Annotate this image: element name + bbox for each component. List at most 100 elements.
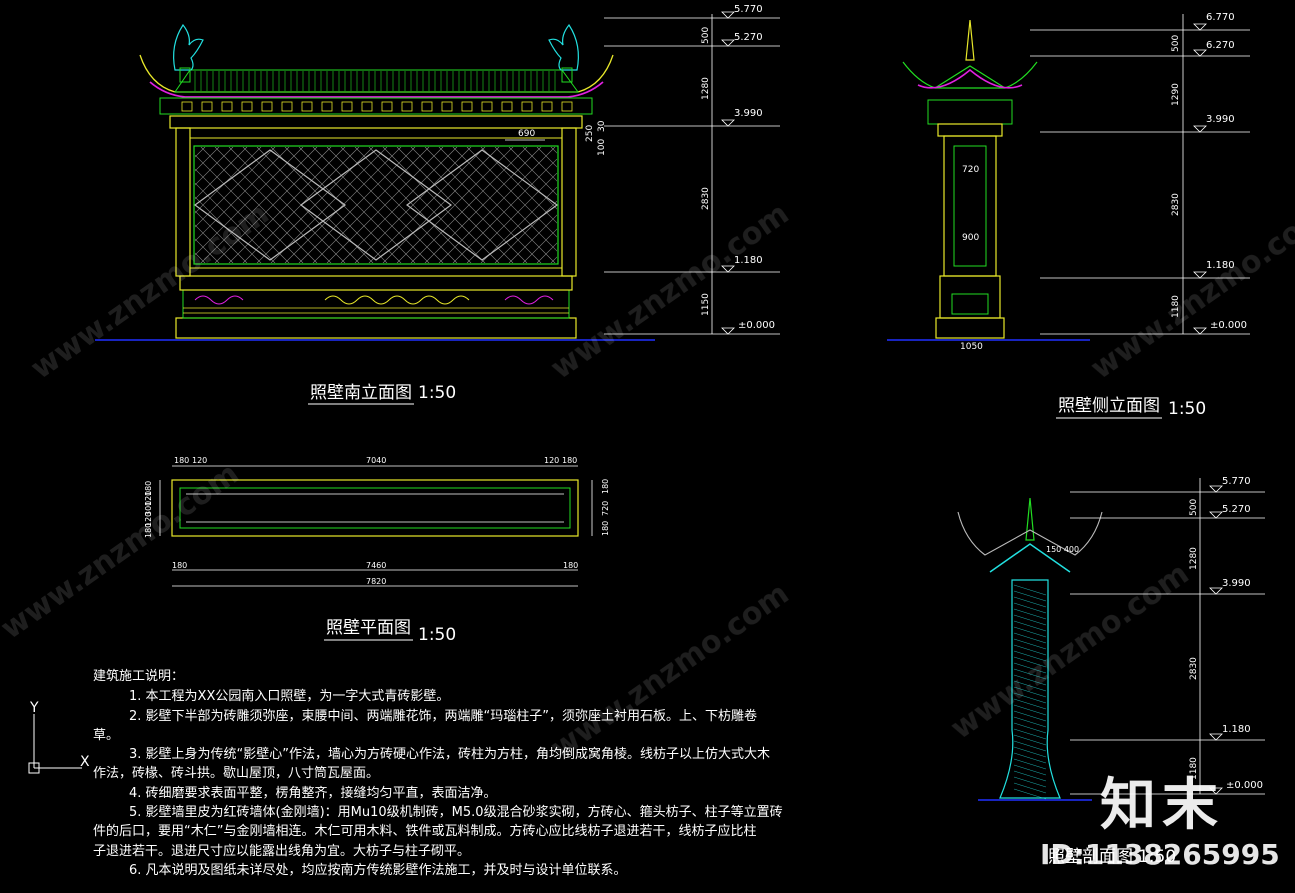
south-carving-right	[504, 295, 554, 305]
south-level-ground: ±0.000	[738, 320, 775, 331]
section-vdim-1280: 1280	[1189, 547, 1199, 570]
south-title: 照壁南立面图	[310, 383, 412, 403]
plan-right-dim-0: 180	[601, 479, 610, 494]
note-5-cont: 件的后口，要用“木仁”与金刚墙相连。木仁可用木料、铁件或瓦料制成。方砖心应比线枋…	[93, 824, 757, 840]
south-base-band	[182, 289, 570, 319]
plan-right-dim-1: 720	[601, 501, 610, 516]
plan-bottom-dim-0: 180	[172, 561, 187, 570]
note-4: 4. 砖细磨要求表面平整，楞角整齐，接缝均匀平直，表面洁净。	[129, 785, 497, 801]
south-level-ridge: 5.270	[734, 32, 763, 43]
south-panel-diamond-left	[193, 149, 347, 261]
plan-right-dim-2: 180	[601, 521, 610, 536]
side-spire	[965, 19, 975, 61]
side-level-base: 1.180	[1206, 260, 1235, 271]
plan-inner	[179, 487, 571, 529]
side-scale: 1:50	[1168, 399, 1206, 419]
watermark-site-6: www.znzmo.com	[945, 556, 1196, 746]
note-5: 5. 影壁墙里皮为红砖墙体(金刚墙)：用Mu10级机制砖，M5.0级混合砂浆实砌…	[129, 805, 783, 821]
side-vdim-2830: 2830	[1171, 193, 1181, 216]
brand-logo: 知末	[1100, 773, 1224, 838]
plan-bottom-dim-1: 7460	[366, 561, 386, 570]
plan-left-dim-1: 120	[144, 491, 153, 506]
note-1: 1. 本工程为XX公园南入口照壁，为一字大式青砖影壁。	[129, 689, 450, 705]
side-dim-720: 720	[962, 165, 979, 175]
section-view: 150 400 500 1280 2830 1180 5.770 5.270 3…	[957, 476, 1265, 867]
side-vdim-500: 500	[1171, 35, 1181, 52]
section-scale: 1:50	[1138, 847, 1176, 867]
south-roof-fascia	[159, 97, 593, 115]
plan-top-dim-1: 120	[192, 456, 207, 465]
ucs-y-label: Y	[29, 700, 39, 716]
plan-title: 照壁平面图	[326, 618, 411, 638]
ucs-icon: Y X	[22, 700, 112, 784]
note-5-cont-2: 子退进若干。退进尺寸应以能露出线角为宜。大枋子与柱子砌平。	[93, 843, 471, 859]
section-level-ground: ±0.000	[1226, 780, 1263, 791]
note-2-cont: 草。	[93, 727, 120, 743]
plan-top-dim-0: 180	[174, 456, 189, 465]
section-roof-cyan	[989, 543, 1071, 573]
watermark-site-1: www.znzmo.com	[25, 196, 276, 386]
south-beam	[169, 115, 583, 129]
south-scale: 1:50	[418, 383, 456, 403]
note-3: 3. 影壁上身为传统“影壁心”作法，墙心为方砖硬心作法，砖柱为方柱，角均倒成窝角…	[129, 747, 771, 763]
plan-left-dim-0: 180	[144, 481, 153, 496]
side-base	[939, 275, 1001, 319]
south-level-dims	[604, 14, 780, 335]
plan-top-dim-4: 180	[562, 456, 577, 465]
construction-notes: 建筑施工说明： 1. 本工程为XX公园南入口照壁，为一字大式青砖影壁。 2. 影…	[93, 667, 853, 880]
ucs-x-label: X	[80, 754, 90, 770]
plan-left-dim-3: 120	[144, 512, 153, 527]
section-title: 照壁剖面图	[1048, 847, 1133, 867]
south-vdim-2830: 2830	[701, 187, 711, 210]
plan-view: 180 120 7040 120 180 180 7460 180 7820 1…	[144, 456, 610, 645]
south-dim-side-100: 100	[597, 139, 607, 156]
south-carving-mid	[324, 295, 470, 305]
note-6: 6. 凡本说明及图纸未详尽处，均应按南方传统影壁作法施工，并及时与设计单位联系。	[129, 862, 627, 878]
south-level-base: 1.180	[734, 255, 763, 266]
south-vdim-500: 500	[701, 27, 711, 44]
side-level-ground: ±0.000	[1210, 320, 1247, 331]
side-fascia	[927, 99, 1013, 125]
plan-left-dim-2: 300	[144, 501, 153, 516]
south-carving-left	[194, 295, 244, 305]
section-spire	[1025, 497, 1035, 541]
south-vdim-1280: 1280	[701, 77, 711, 100]
plan-bottom-dim-2: 180	[563, 561, 578, 570]
plan-bottom-total: 7820	[366, 577, 386, 586]
south-level-top: 5.770	[734, 4, 763, 15]
notes-heading: 建筑施工说明：	[93, 669, 185, 684]
side-plinth	[935, 317, 1005, 339]
south-roof-magenta	[149, 81, 604, 98]
south-elevation: 690 250 30 100 500 1280 2830 1150 5.770 …	[95, 4, 780, 405]
plan-left-dim-4: 180	[144, 523, 153, 538]
watermark-site-4: www.znzmo.com	[0, 456, 245, 646]
brand-id: ID:1138265995	[1040, 838, 1280, 871]
note-3-cont: 作法，砖椽、砖斗拱。歇山屋顶，八寸筒瓦屋面。	[93, 766, 380, 782]
side-roof-magenta	[917, 68, 1023, 89]
south-diamond-pattern	[195, 147, 557, 263]
south-roof-eave	[139, 54, 614, 93]
side-level-ridge: 6.270	[1206, 40, 1235, 51]
south-level-eave: 3.990	[734, 108, 763, 119]
south-panel-diamond-mid	[299, 149, 453, 261]
south-roof-tile-lines	[194, 71, 556, 91]
plan-outer	[171, 479, 579, 537]
plan-top-dim-3: 120	[544, 456, 559, 465]
section-body	[999, 579, 1061, 799]
side-level-top: 6.770	[1206, 12, 1235, 23]
side-vdim-1180: 1180	[1171, 295, 1181, 318]
section-level-eave: 3.990	[1222, 578, 1251, 589]
section-level-base: 1.180	[1222, 724, 1251, 735]
side-elevation: 720 900 1050 500 1290 2830 1180 6.770 6.…	[887, 12, 1250, 419]
side-dim-1050: 1050	[960, 342, 983, 352]
note-2: 2. 影壁下半部为砖雕须弥座，束腰中间、两端雕花饰，两端雕“玛瑙柱子”，须弥座土…	[129, 708, 758, 724]
side-roof	[902, 61, 1038, 89]
south-base-plinth	[175, 317, 577, 339]
section-level-top: 5.770	[1222, 476, 1251, 487]
south-panel-diamond-right	[405, 149, 559, 261]
south-dim-side-250: 250	[585, 125, 595, 142]
south-ridge-ornament-right	[548, 23, 579, 71]
plan-scale: 1:50	[418, 625, 456, 645]
south-base-top	[179, 275, 573, 291]
